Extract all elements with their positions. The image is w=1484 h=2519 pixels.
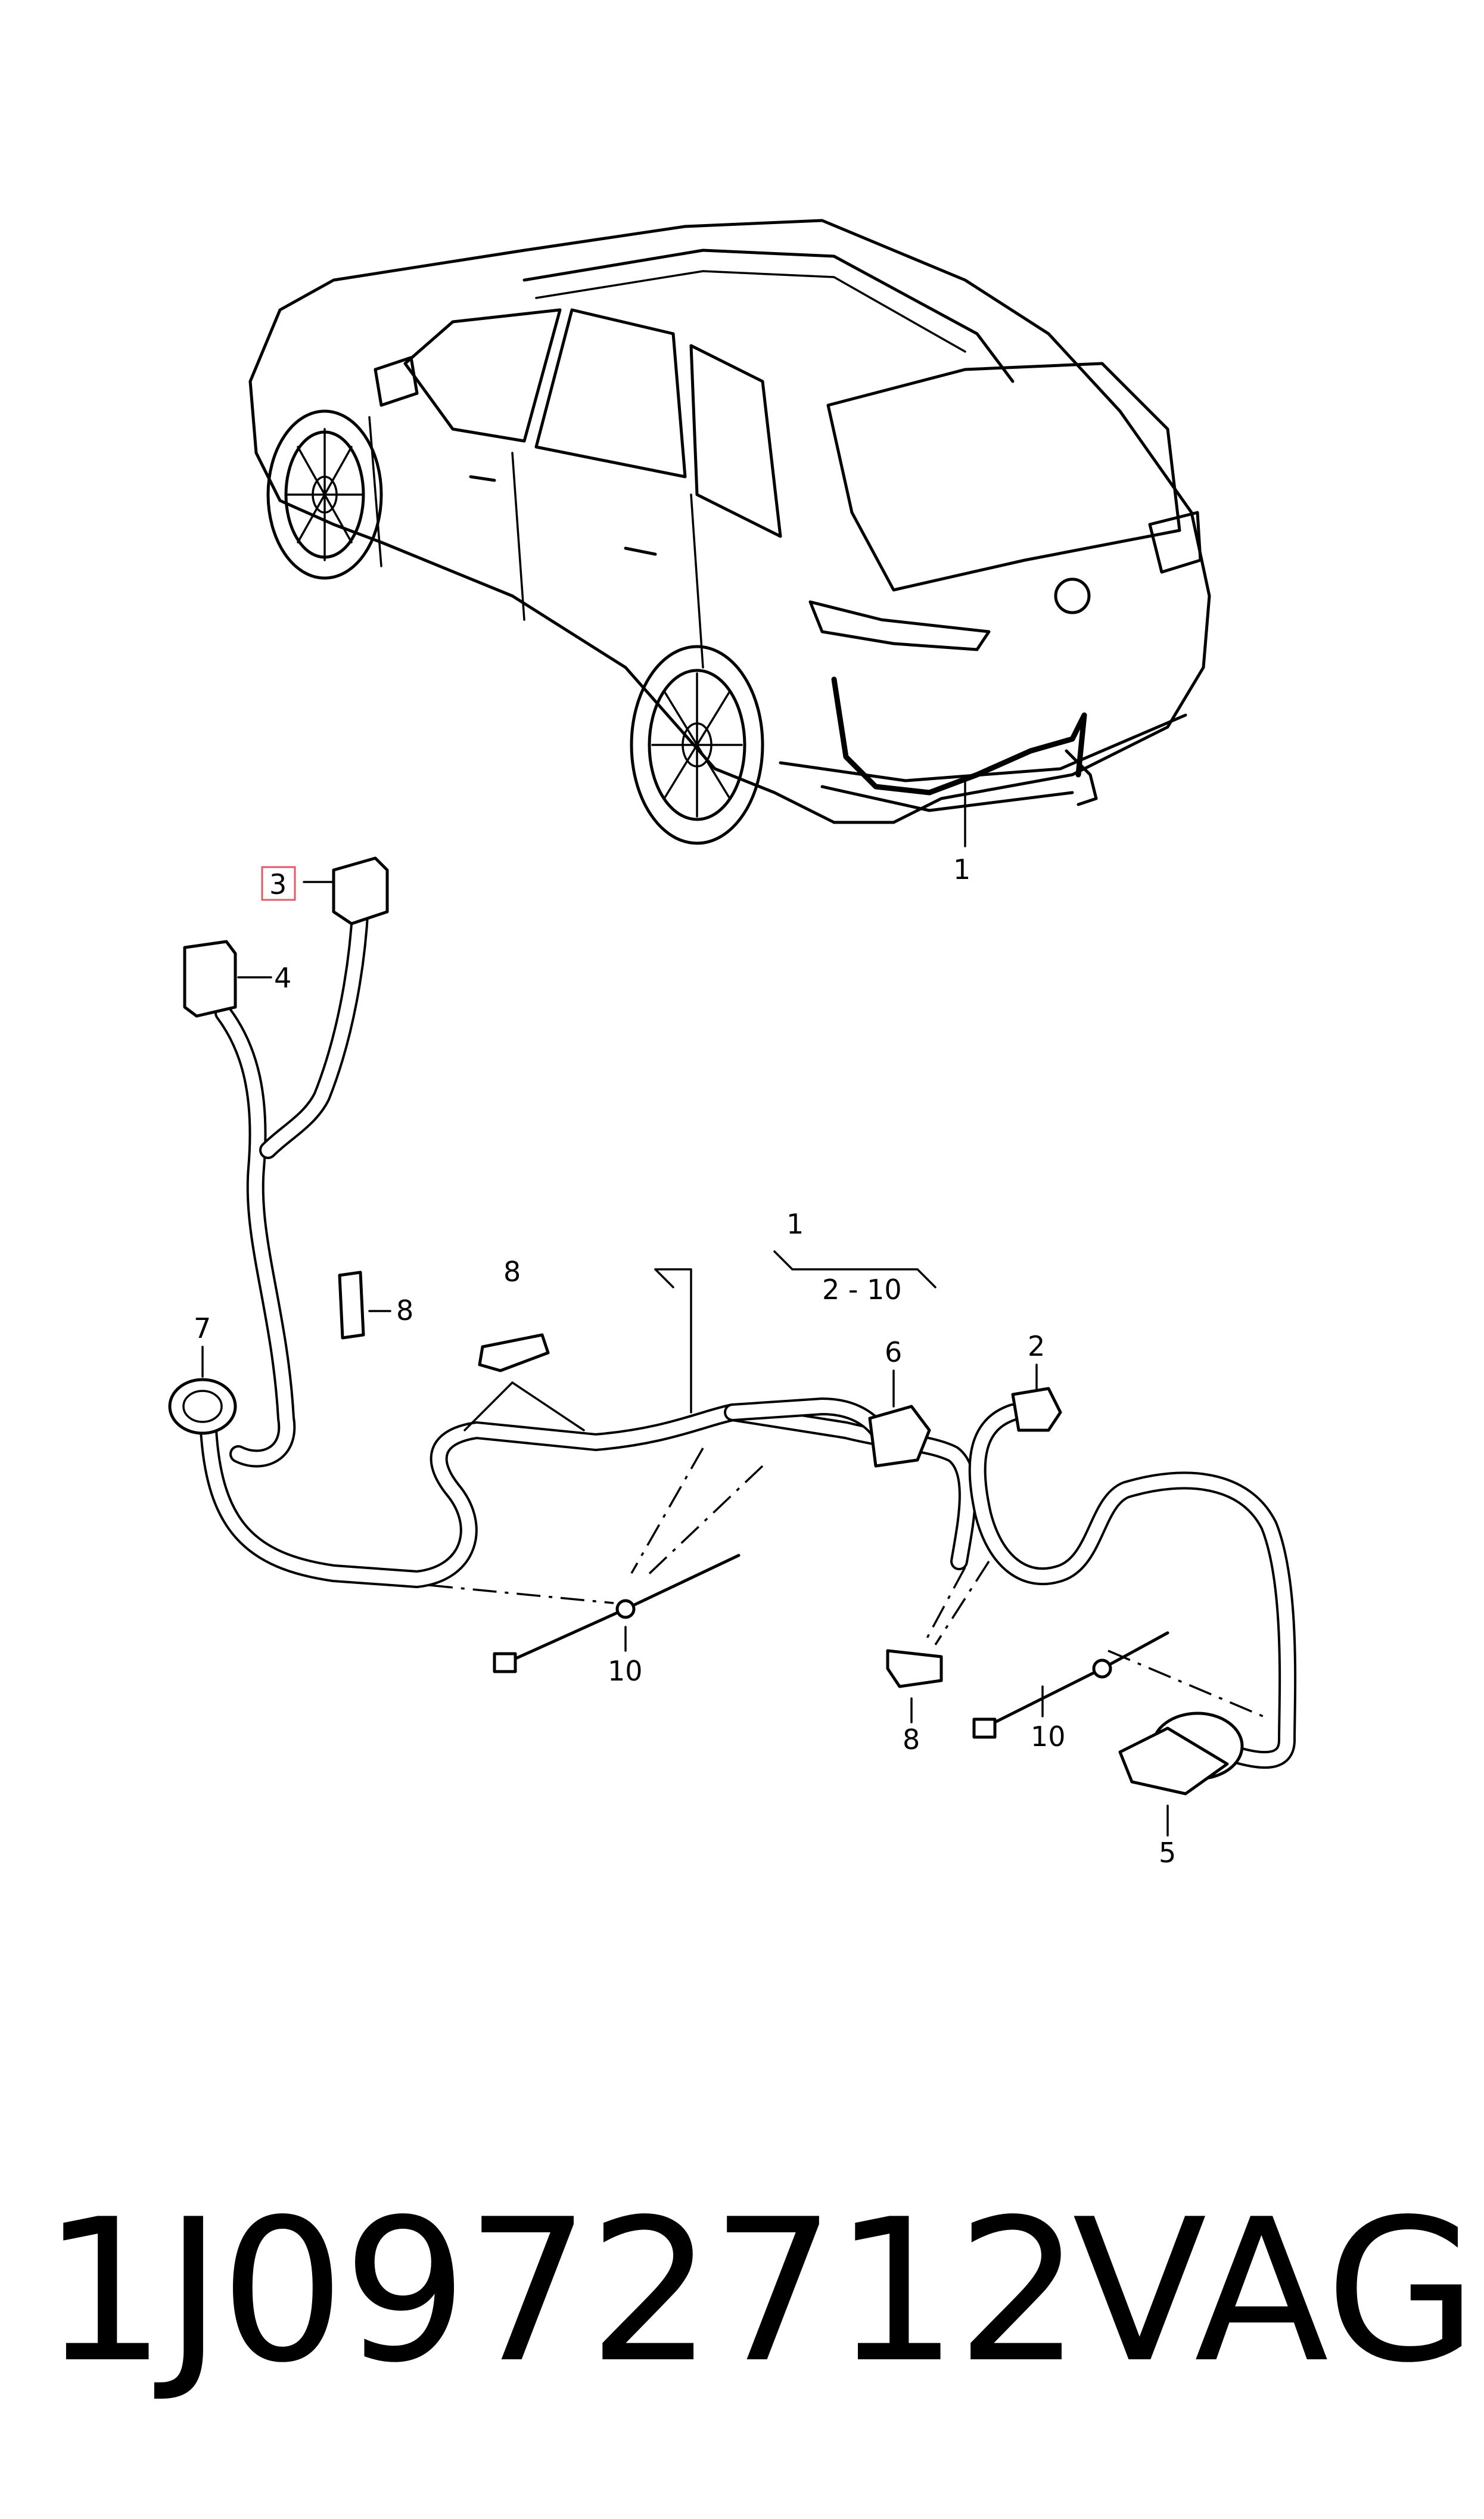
parts-diagram: 1 1 2 - 10 3 4 8 8 7 6 2 10 8 10 5 — [168, 219, 1297, 1869]
callout-7: 7 — [194, 1312, 211, 1344]
connector-3 — [332, 856, 389, 925]
highlight-box-3 — [261, 866, 296, 901]
clip-8-bottom — [886, 1649, 943, 1688]
connector-4 — [183, 940, 237, 1018]
callout-4: 4 — [274, 962, 291, 994]
brand-label: VAG — [1072, 2177, 1478, 2406]
components — [168, 856, 1244, 1796]
callout-labels: 1 1 2 - 10 3 4 8 8 7 6 2 10 8 10 5 — [194, 853, 1176, 1869]
callout-3: 3 — [269, 868, 287, 900]
callout-10-right: 10 — [1031, 1720, 1066, 1753]
callout-1-group: 1 — [786, 1208, 804, 1240]
callout-10-left: 10 — [608, 1655, 643, 1687]
callout-8-left: 8 — [396, 1294, 413, 1327]
callout-8-mid: 8 — [503, 1256, 521, 1288]
clip-8-mid — [478, 1333, 550, 1372]
clip-8-left — [338, 1271, 365, 1340]
callout-2-10: 2 - 10 — [822, 1274, 902, 1306]
vehicle-illustration — [248, 219, 1211, 847]
grommet-2 — [1011, 1387, 1062, 1432]
callout-2: 2 — [1028, 1330, 1045, 1362]
cable-tie-right — [981, 1631, 1169, 1730]
grommet-7 — [168, 1378, 237, 1435]
callout-5: 5 — [1159, 1837, 1176, 1869]
wiring-harness — [200, 897, 1297, 1769]
callout-8-bottom: 8 — [903, 1723, 920, 1756]
leader-lines — [201, 881, 1264, 1837]
callout-6: 6 — [885, 1336, 902, 1368]
part-number: 1J0972712 — [42, 2177, 1081, 2406]
callout-1-car: 1 — [953, 853, 970, 886]
grommet-6 — [868, 1405, 931, 1468]
